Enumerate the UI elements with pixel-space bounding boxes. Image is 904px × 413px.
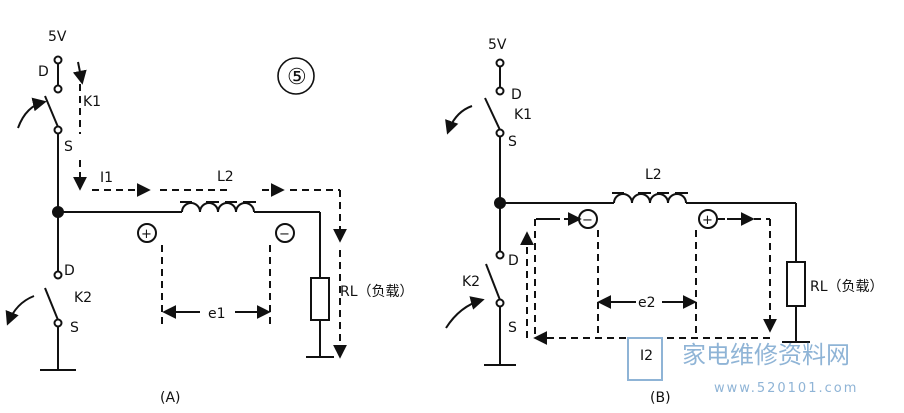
k2-source-label-b: S bbox=[508, 320, 517, 336]
circuit-b: 5V D K1 S D K2 S L2 RL（负载） − bbox=[445, 37, 884, 406]
inductor-label-b: L2 bbox=[645, 167, 662, 183]
k1-source-label-b: S bbox=[508, 134, 517, 150]
k2-source-label-a: S bbox=[70, 320, 79, 336]
load-resistor-b bbox=[786, 261, 806, 307]
k2-turn-on-arrow-b bbox=[445, 296, 485, 329]
minus-symbol-a: − bbox=[279, 227, 290, 242]
watermark-url: www.520101.com bbox=[714, 381, 858, 396]
k1-source-terminal-a bbox=[53, 125, 63, 135]
plus-symbol-b: + bbox=[702, 213, 713, 228]
k2-turn-off-arrow-a bbox=[5, 295, 35, 326]
minus-polarity-a bbox=[275, 223, 295, 243]
watermark-logo bbox=[627, 337, 663, 381]
current-label-a: I1 bbox=[100, 170, 113, 186]
k2-name-label-b: K2 bbox=[462, 274, 480, 290]
emf-label-b: e2 bbox=[638, 295, 656, 311]
k2-switch-blade-b bbox=[485, 263, 501, 301]
supply-label-a: 5V bbox=[48, 29, 67, 45]
supply-label-b: 5V bbox=[488, 37, 507, 53]
step-number-circle bbox=[277, 57, 315, 95]
load-resistor-a bbox=[310, 277, 330, 321]
load-label-a: RL（负载） bbox=[340, 284, 414, 300]
k2-source-terminal-a bbox=[53, 318, 63, 328]
plus-polarity-b bbox=[698, 209, 718, 229]
k1-turn-on-arrow-a bbox=[17, 97, 47, 129]
watermark: 家电维修资料网 www.520101.com bbox=[627, 337, 858, 396]
k1-drain-terminal-a bbox=[53, 84, 63, 94]
k1-switch-blade-b bbox=[484, 97, 501, 131]
circuit-a: 5V D K1 S D K2 S L2 RL（负载） + bbox=[5, 29, 414, 406]
k1-name-label-a: K1 bbox=[83, 94, 101, 110]
load-label-b: RL（负载） bbox=[810, 279, 884, 295]
current-label-b: I2 bbox=[640, 348, 653, 364]
k2-drain-terminal-a bbox=[53, 270, 63, 280]
k1-drain-label-b: D bbox=[511, 87, 522, 103]
plus-symbol-a: + bbox=[141, 227, 152, 242]
k2-name-label-a: K2 bbox=[74, 290, 92, 306]
k2-switch-blade-a bbox=[44, 287, 59, 321]
caption-a: (A) bbox=[160, 390, 181, 406]
k1-switch-blade-a bbox=[44, 95, 59, 128]
k1-source-label-a: S bbox=[64, 139, 73, 155]
watermark-title: 家电维修资料网 bbox=[682, 341, 850, 369]
k2-drain-label-a: D bbox=[64, 263, 75, 279]
k1-drain-label-a: D bbox=[38, 64, 49, 80]
k2-drain-terminal-b bbox=[495, 250, 505, 260]
inductor-l2-a bbox=[181, 202, 255, 213]
emf-label-a: e1 bbox=[208, 306, 226, 322]
k1-drain-terminal-b bbox=[495, 86, 505, 96]
k1-source-terminal-b bbox=[495, 128, 505, 138]
k2-source-terminal-b bbox=[495, 298, 505, 308]
inductor-l2-b bbox=[613, 193, 687, 204]
k2-drain-label-b: D bbox=[508, 253, 519, 269]
caption-b: (B) bbox=[650, 390, 671, 406]
minus-symbol-b: − bbox=[582, 213, 593, 228]
k1-turn-off-arrow-b bbox=[445, 105, 473, 135]
supply-terminal-a bbox=[53, 55, 63, 65]
k1-name-label-b: K1 bbox=[514, 107, 532, 123]
supply-terminal-b bbox=[495, 58, 505, 68]
inductor-label-a: L2 bbox=[217, 169, 234, 185]
plus-polarity-a bbox=[137, 223, 157, 243]
step-number-label: ⑤ bbox=[287, 65, 307, 90]
